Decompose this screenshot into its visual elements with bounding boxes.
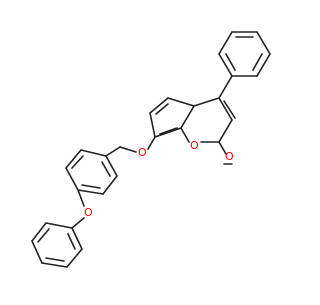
bond-c4-phenyl	[218, 75, 233, 99]
bond-c7-o	[147, 136, 156, 150]
ether-oxygen-label-1: O	[138, 146, 147, 159]
phenoxy-ring	[31, 222, 83, 268]
bond-o-ch2	[119, 146, 137, 153]
carbonyl-oxygen-label: O	[225, 150, 234, 163]
pyrone-ring	[180, 97, 236, 155]
benzo-ring	[149, 97, 195, 138]
bond-aryl-o2	[77, 189, 85, 207]
bond-ch2-aryl	[105, 146, 121, 157]
molecule-svg: O O O O	[31, 31, 271, 268]
phenyl-ring-top	[218, 31, 271, 77]
ether-oxygen-label-2: O	[84, 206, 93, 219]
ring-oxygen-label: O	[190, 139, 199, 152]
benzyl-ring	[65, 149, 118, 195]
structure-diagram: O O O O	[31, 31, 271, 268]
bond-o2-phenyl	[71, 217, 85, 229]
